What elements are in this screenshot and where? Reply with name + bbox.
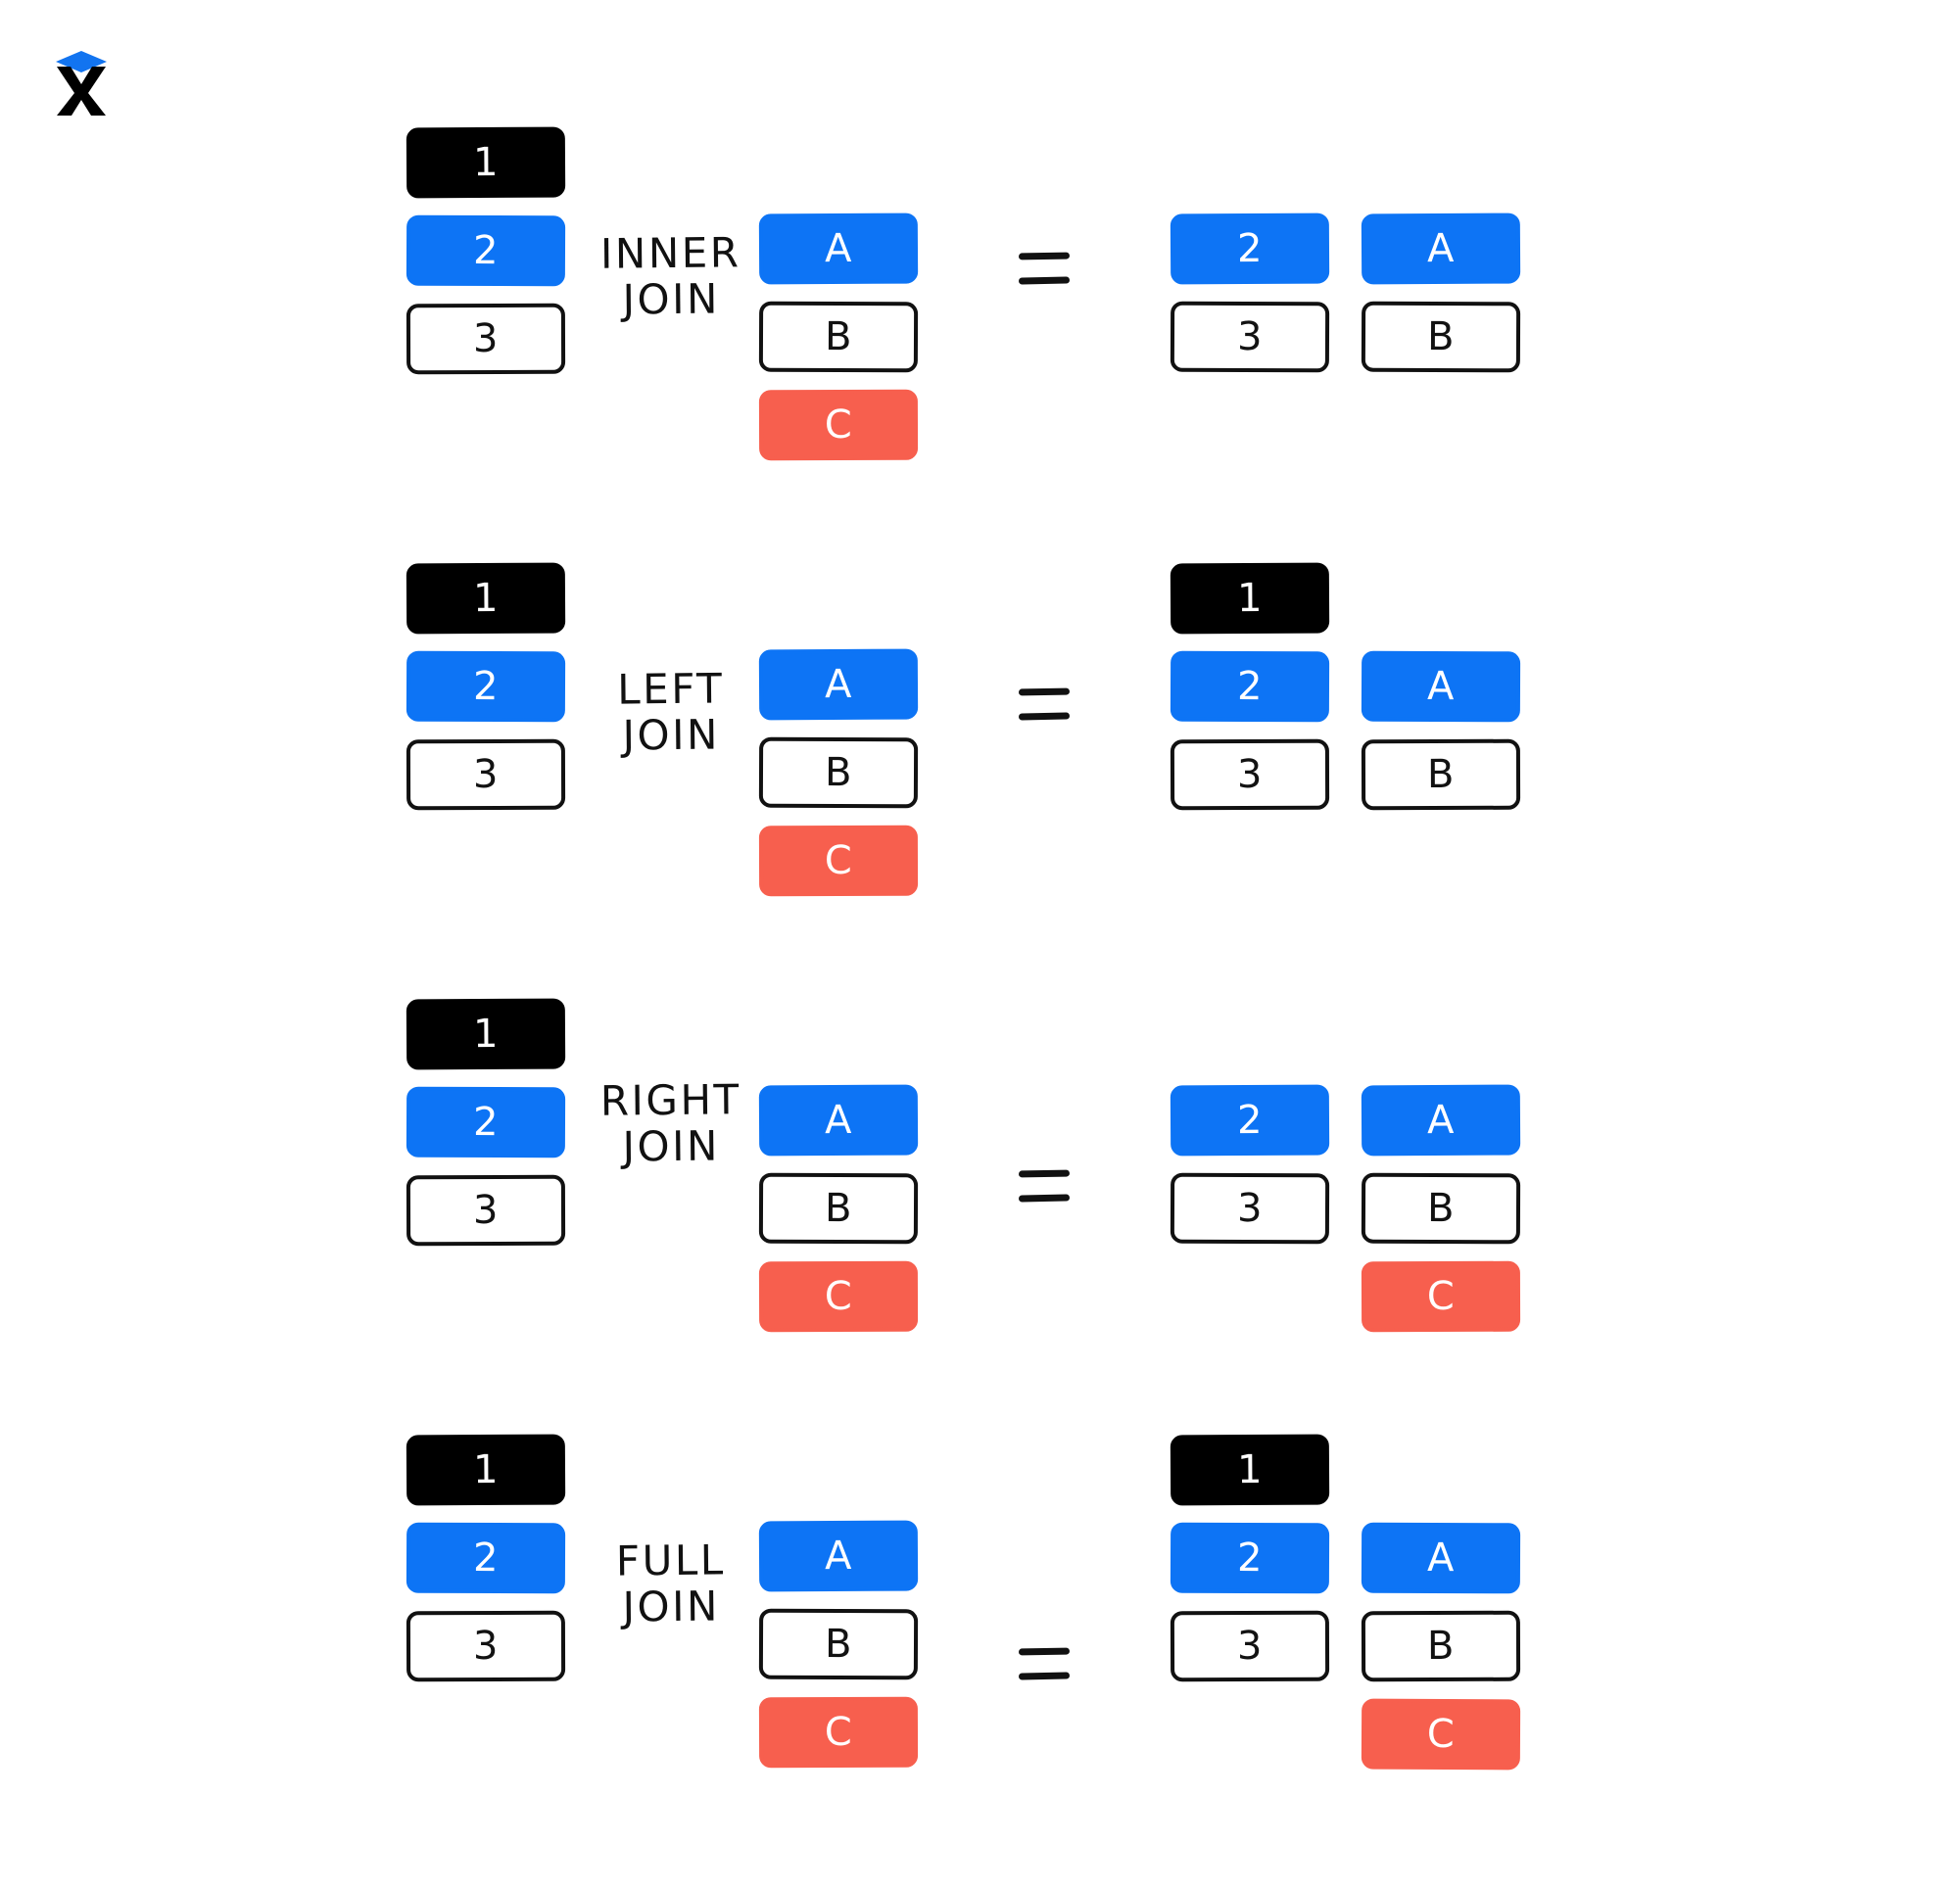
cell-a: A [758, 1084, 919, 1157]
cell-empty [1171, 1261, 1329, 1333]
cell-c: C [758, 1260, 919, 1333]
result-left-full-join: 1 2 3 [1170, 1434, 1330, 1787]
cell-1: 1 [1170, 562, 1330, 635]
join-label-line1: INNER [599, 228, 741, 278]
cell-c: C [758, 389, 919, 461]
join-label-line2: JOIN [622, 710, 721, 760]
cell-a: A [758, 213, 919, 285]
cell-3: 3 [1170, 738, 1330, 811]
cell-b: B [1361, 1610, 1521, 1682]
cell-3: 3 [406, 738, 566, 811]
cell-a: A [1361, 213, 1521, 285]
cell-3: 3 [406, 303, 566, 375]
cell-1: 1 [406, 998, 566, 1070]
cell-b: B [758, 1608, 919, 1680]
cell-b: B [1361, 738, 1521, 811]
cell-1: 1 [1170, 1434, 1330, 1506]
cell-1: 1 [406, 1434, 566, 1506]
cell-2: 2 [406, 214, 566, 287]
cell-a: A [1361, 650, 1521, 723]
cell-a: A [758, 1520, 919, 1592]
cell-c: C [1361, 1698, 1521, 1771]
join-label-line1: LEFT [616, 664, 725, 714]
cell-3: 3 [1170, 1172, 1330, 1245]
cell-3: 3 [1170, 301, 1330, 373]
cell-3: 3 [1170, 1610, 1330, 1682]
join-label-line1: FULL [615, 1536, 726, 1585]
cell-b: B [1361, 1172, 1521, 1245]
cell-c: C [758, 825, 919, 897]
cell-2: 2 [1170, 1522, 1330, 1594]
cell-b: B [1361, 301, 1521, 373]
equals-sign-full-join [1018, 1647, 1071, 1681]
cell-a: A [1361, 1084, 1521, 1157]
cell-3: 3 [406, 1610, 566, 1682]
equals-sign-left-join [1018, 687, 1071, 722]
join-label-line2: JOIN [622, 1121, 721, 1171]
cell-b: B [758, 1172, 919, 1245]
cell-b: B [758, 301, 919, 373]
result-left-left-join: 1 2 3 [1170, 562, 1330, 827]
cell-c: C [1361, 1260, 1521, 1333]
join-label-line1: RIGHT [599, 1075, 741, 1125]
cell-empty [1362, 563, 1520, 635]
brand-logo [51, 37, 112, 116]
cell-2: 2 [1170, 213, 1330, 285]
join-label-line2: JOIN [622, 274, 721, 324]
left-table-inner-join: 1 2 3 [406, 126, 566, 392]
cell-2: 2 [406, 1522, 566, 1594]
left-table-right-join: 1 2 3 [406, 998, 566, 1263]
cell-2: 2 [1170, 650, 1330, 723]
cell-2: 2 [406, 650, 566, 723]
equals-sign-inner-join [1018, 252, 1071, 286]
equals-sign-right-join [1018, 1169, 1071, 1204]
cell-b: B [758, 736, 919, 809]
cell-1: 1 [406, 126, 566, 199]
cell-3: 3 [406, 1174, 566, 1247]
cell-a: A [758, 648, 919, 721]
cell-2: 2 [406, 1086, 566, 1158]
left-table-left-join: 1 2 3 [406, 562, 566, 827]
cell-empty [1171, 1699, 1329, 1771]
logo-letter-x-icon [57, 67, 106, 116]
left-table-full-join: 1 2 3 [406, 1434, 566, 1699]
cell-c: C [758, 1696, 919, 1769]
cell-2: 2 [1170, 1084, 1330, 1157]
join-label-line2: JOIN [622, 1582, 721, 1631]
cell-empty [1362, 1435, 1520, 1506]
cell-a: A [1361, 1522, 1521, 1594]
cell-1: 1 [406, 562, 566, 635]
